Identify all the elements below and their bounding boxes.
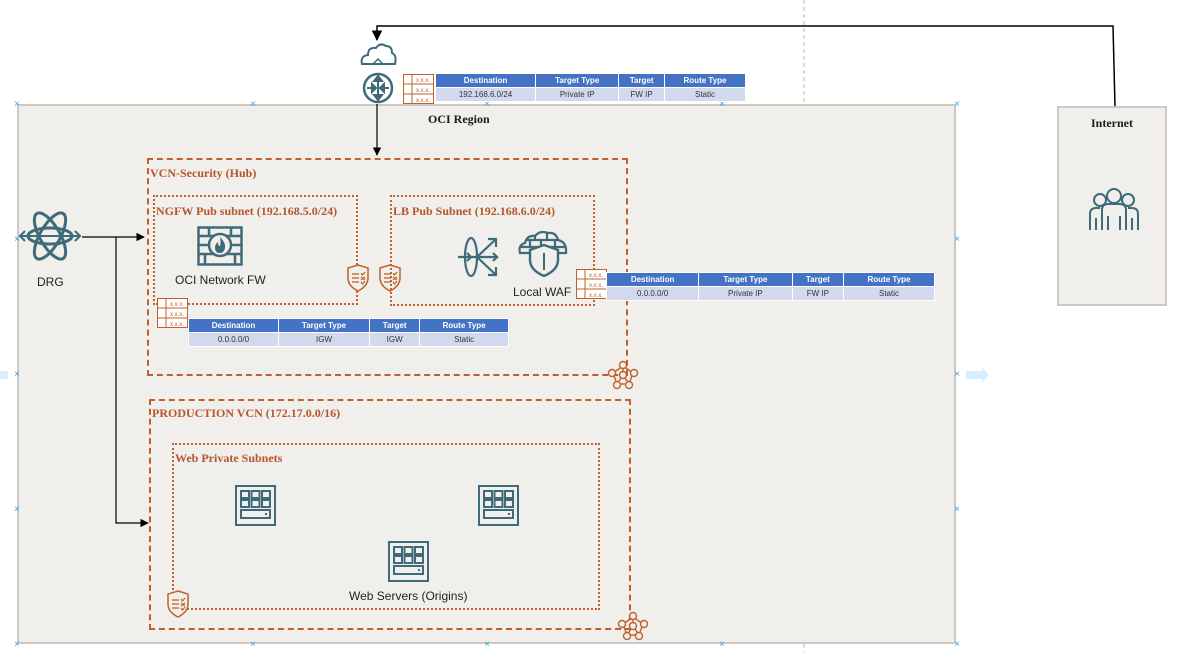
resize-handle[interactable]: × xyxy=(954,504,960,515)
column-header: Target Type xyxy=(277,318,371,333)
table-cell: FW IP xyxy=(791,286,845,301)
table-cell: FW IP xyxy=(618,87,666,102)
table-cell: 0.0.0.0/0 xyxy=(188,332,279,347)
web-subnet-title: Web Private Subnets xyxy=(175,451,283,465)
resize-handle[interactable]: × xyxy=(484,639,490,650)
column-header: Target Type xyxy=(698,272,793,287)
table-cell: Static xyxy=(664,87,746,102)
table-header-row: Destination Target Type Target Route Typ… xyxy=(434,73,746,88)
table-cell: 0.0.0.0/0 xyxy=(605,286,700,301)
svg-text:x.x.x.: x.x.x. xyxy=(170,302,184,308)
igw-route-table: Destination Target Type Target Route Typ… xyxy=(434,73,746,102)
resize-handle[interactable]: × xyxy=(954,99,960,110)
vcn-icon xyxy=(607,360,639,390)
table-row: 0.0.0.0/0 IGW IGW Static xyxy=(188,332,509,347)
table-row: 192.168.6.0/24 Private IP FW IP Static xyxy=(434,87,746,102)
web-server-icon xyxy=(388,541,429,582)
drg-label: DRG xyxy=(37,275,64,289)
svg-text:x.x.x.: x.x.x. xyxy=(589,293,603,299)
web-server-icon xyxy=(235,485,276,526)
column-header: Route Type xyxy=(664,73,746,88)
table-cell: Private IP xyxy=(535,87,620,102)
production-vcn-title: PRODUCTION VCN (172.17.0.0/16) xyxy=(152,406,341,420)
faint-arrow-right xyxy=(966,367,989,383)
column-header: Target Type xyxy=(535,73,620,88)
column-header: Target xyxy=(369,318,421,333)
web-server-icon xyxy=(478,485,519,526)
table-row: 0.0.0.0/0 Private IP FW IP Static xyxy=(605,286,935,301)
internet-container[interactable]: Internet xyxy=(1057,106,1167,306)
resize-handle[interactable]: × xyxy=(14,639,20,650)
resize-handle[interactable]: × xyxy=(719,639,725,650)
svg-text:x.x.x.: x.x.x. xyxy=(589,273,603,279)
resize-handle[interactable]: × xyxy=(14,504,20,515)
network-firewall-icon xyxy=(197,226,243,266)
ngfw-route-table: Destination Target Type Target Route Typ… xyxy=(188,318,509,347)
resize-handle[interactable]: × xyxy=(954,639,960,650)
lb-subnet-title: LB Pub Subnet (192.168.6.0/24) xyxy=(393,204,556,218)
drg-icon xyxy=(18,211,82,261)
production-vcn[interactable] xyxy=(149,399,631,630)
svg-text:x.x.x.: x.x.x. xyxy=(416,88,430,94)
column-header: Target xyxy=(618,73,666,88)
security-list-icon xyxy=(347,264,369,292)
local-waf-label: Local WAF xyxy=(513,285,572,299)
table-cell: Static xyxy=(419,332,509,347)
svg-text:x.x.x.: x.x.x. xyxy=(416,78,430,84)
svg-text:x.x.x.: x.x.x. xyxy=(170,322,184,328)
table-cell: Private IP xyxy=(698,286,793,301)
column-header: Target xyxy=(791,272,845,287)
resize-handle[interactable]: × xyxy=(954,234,960,245)
table-cell: 192.168.6.0/24 xyxy=(434,87,537,102)
lb-route-table: Destination Target Type Target Route Typ… xyxy=(605,272,935,301)
route-table-icon: x.x.x. x.x.x. x.x.x. xyxy=(576,269,607,299)
waf-icon xyxy=(518,230,568,277)
resize-handle[interactable]: × xyxy=(250,639,256,650)
resize-handle[interactable]: × xyxy=(250,99,256,110)
svg-text:x.x.x.: x.x.x. xyxy=(170,312,184,318)
table-cell: IGW xyxy=(277,332,371,347)
web-private-subnet[interactable] xyxy=(172,443,600,610)
users-icon xyxy=(1089,188,1139,230)
column-header: Destination xyxy=(188,318,279,333)
vcn-security-hub[interactable] xyxy=(147,158,628,376)
internet-gateway-cloud-icon xyxy=(360,43,397,65)
vcn-security-title: VCN-Security (Hub) xyxy=(150,166,257,180)
svg-text:x.x.x.: x.x.x. xyxy=(589,283,603,289)
resize-handle[interactable]: × xyxy=(954,369,960,380)
ngfw-pub-subnet[interactable] xyxy=(153,195,358,305)
resize-handle[interactable]: × xyxy=(14,369,20,380)
resize-handle[interactable]: × xyxy=(14,234,20,245)
security-list-icon xyxy=(167,590,189,618)
table-cell: Static xyxy=(843,286,935,301)
internet-title: Internet xyxy=(1091,116,1133,130)
table-header-row: Destination Target Type Target Route Typ… xyxy=(605,272,935,287)
route-table-icon: x.x.x. x.x.x. x.x.x. xyxy=(157,298,188,328)
vcn-icon xyxy=(617,611,649,641)
table-header-row: Destination Target Type Target Route Typ… xyxy=(188,318,509,333)
lb-pub-subnet[interactable] xyxy=(390,195,595,306)
router-icon xyxy=(362,72,394,104)
ngfw-subnet-title: NGFW Pub subnet (192.168.5.0/24) xyxy=(156,204,338,218)
svg-text:x.x.x.: x.x.x. xyxy=(416,98,430,104)
table-cell: IGW xyxy=(369,332,421,347)
oci-region-title: OCI Region xyxy=(428,112,490,126)
column-header: Route Type xyxy=(843,272,935,287)
column-header: Destination xyxy=(605,272,700,287)
faint-arrow-left xyxy=(0,371,8,379)
column-header: Destination xyxy=(434,73,537,88)
load-balancer-icon xyxy=(458,236,499,278)
route-table-icon: x.x.x. x.x.x. x.x.x. xyxy=(403,74,434,104)
column-header: Route Type xyxy=(419,318,509,333)
network-firewall-label: OCI Network FW xyxy=(175,273,266,287)
resize-handle[interactable]: × xyxy=(14,99,20,110)
web-servers-label: Web Servers (Origins) xyxy=(349,589,468,603)
